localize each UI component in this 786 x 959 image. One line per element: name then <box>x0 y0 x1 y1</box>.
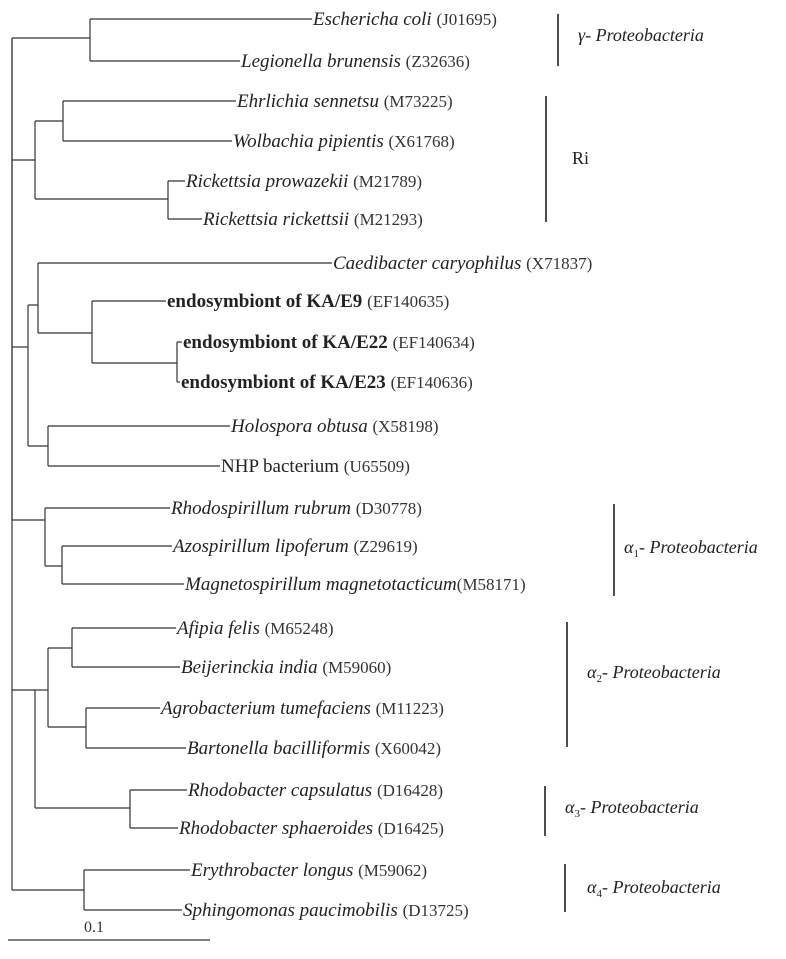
leaf-label: Rhodobacter capsulatus (D16428) <box>187 780 443 801</box>
leaf-label: endosymbiont of KA/E22 (EF140634) <box>183 332 475 353</box>
leaf-label: Ehrlichia sennetsu (M73225) <box>236 91 453 112</box>
group-label-gamma: γ- Proteobacteria <box>578 25 704 45</box>
scale-bar: 0.1 <box>8 919 210 941</box>
leaf-label: Afipia felis (M65248) <box>175 618 334 639</box>
group-label-alpha3: α3- Proteobacteria <box>565 797 699 820</box>
leaf-label: Sphingomonas paucimobilis (D13725) <box>183 900 469 921</box>
scale-label: 0.1 <box>84 919 104 936</box>
leaf-label: Eschericha coli (J01695) <box>312 9 497 30</box>
leaf-label: Rhodobacter sphaeroides (D16425) <box>178 818 444 839</box>
tree-branches <box>11 18 332 911</box>
leaf-label: Holospora obtusa (X58198) <box>230 416 439 437</box>
leaf-label: Legionella brunensis (Z32636) <box>240 51 470 72</box>
group-labels: γ- Proteobacteria Ri α1- Proteobacteria … <box>565 25 758 900</box>
leaf-label: Agrobacterium tumefaciens (M11223) <box>159 698 444 719</box>
leaf-label: NHP bacterium (U65509) <box>221 456 410 477</box>
leaf-label: Rhodospirillum rubrum (D30778) <box>170 498 422 519</box>
leaf-label: Beijerinckia india (M59060) <box>181 657 391 678</box>
leaf-label: endosymbiont of KA/E9 (EF140635) <box>167 291 449 312</box>
leaf-label: Wolbachia pipientis (X61768) <box>233 131 455 152</box>
leaf-label: Rickettsia rickettsii (M21293) <box>202 209 423 230</box>
leaf-label: Bartonella bacilliformis (X60042) <box>187 738 441 759</box>
leaf-label: Magnetospirillum magnetotacticum(M58171) <box>184 574 526 595</box>
group-brackets <box>544 14 615 912</box>
leaf-label: Azospirillum lipoferum (Z29619) <box>171 536 418 557</box>
group-label-alpha4: α4- Proteobacteria <box>587 877 721 900</box>
leaf-label: Erythrobacter longus (M59062) <box>190 860 427 881</box>
leaf-label: endosymbiont of KA/E23 (EF140636) <box>181 372 473 393</box>
leaf-label: Rickettsia prowazekii (M21789) <box>185 171 422 192</box>
leaf-label: Caedibacter caryophilus (X71837) <box>333 253 592 274</box>
group-label-ri: Ri <box>572 148 589 168</box>
group-label-alpha1: α1- Proteobacteria <box>624 537 758 560</box>
group-label-alpha2: α2- Proteobacteria <box>587 662 721 685</box>
leaf-labels: Eschericha coli (J01695) Legionella brun… <box>159 9 592 921</box>
